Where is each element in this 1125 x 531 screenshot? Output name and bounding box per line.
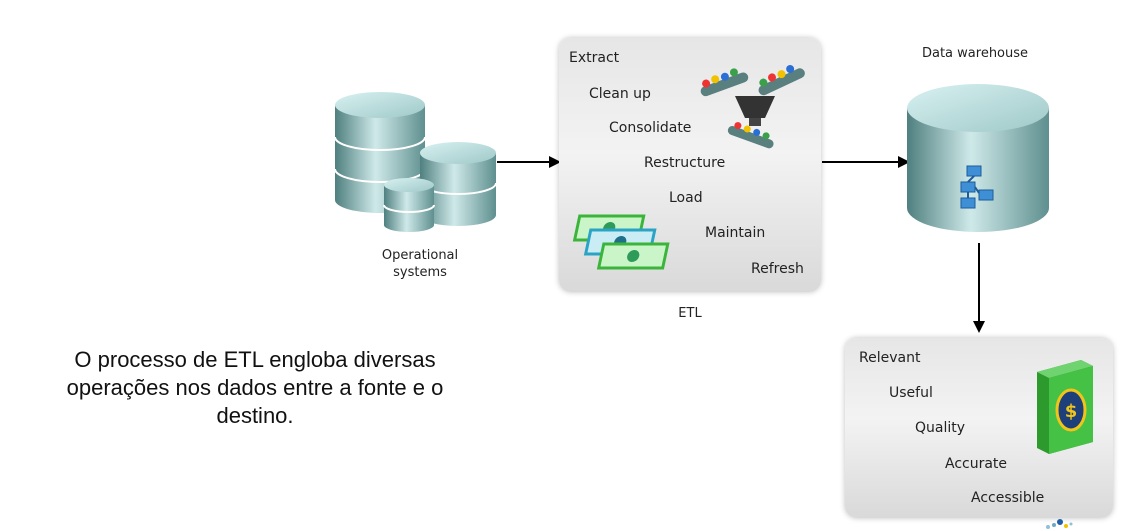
output-relevant: Relevant xyxy=(859,350,921,366)
output-accurate: Accurate xyxy=(945,456,1008,472)
etl-caption: ETL xyxy=(678,306,702,321)
svg-text:$: $ xyxy=(1065,401,1078,422)
currency-notes-icon xyxy=(572,214,670,270)
operational-systems-label: Operational systems xyxy=(365,247,475,281)
arrow-source-to-etl xyxy=(497,156,561,168)
database-cylinder-icon xyxy=(907,84,1049,232)
conveyor-belt-icon xyxy=(700,64,805,149)
etl-step-clean-up: Clean up xyxy=(589,86,651,102)
arrow-etl-to-warehouse xyxy=(822,156,910,168)
output-panel: Relevant Useful Quality Accurate Accessi… xyxy=(845,338,1113,518)
etl-panel: Extract Clean up Consolidate Restructure… xyxy=(559,38,821,292)
output-useful: Useful xyxy=(889,385,933,401)
etl-step-refresh: Refresh xyxy=(751,261,804,277)
output-accessible: Accessible xyxy=(971,490,1045,506)
process-description: O processo de ETL engloba diversas opera… xyxy=(66,347,444,428)
etl-step-restructure: Restructure xyxy=(644,155,726,171)
data-warehouse-label: Data warehouse xyxy=(921,46,1029,61)
etl-step-consolidate: Consolidate xyxy=(609,120,692,136)
output-quality: Quality xyxy=(915,420,966,436)
etl-step-extract: Extract xyxy=(569,50,620,66)
money-bag-book-icon: $ xyxy=(1037,360,1093,454)
etl-step-load: Load xyxy=(669,190,703,206)
database-cluster-icon xyxy=(334,92,497,232)
operational-label-line2: systems xyxy=(393,265,447,280)
arrow-warehouse-to-output xyxy=(973,243,985,333)
logo-dots-icon xyxy=(1046,519,1073,529)
etl-step-maintain: Maintain xyxy=(705,225,766,241)
operational-label-line1: Operational xyxy=(381,248,459,263)
